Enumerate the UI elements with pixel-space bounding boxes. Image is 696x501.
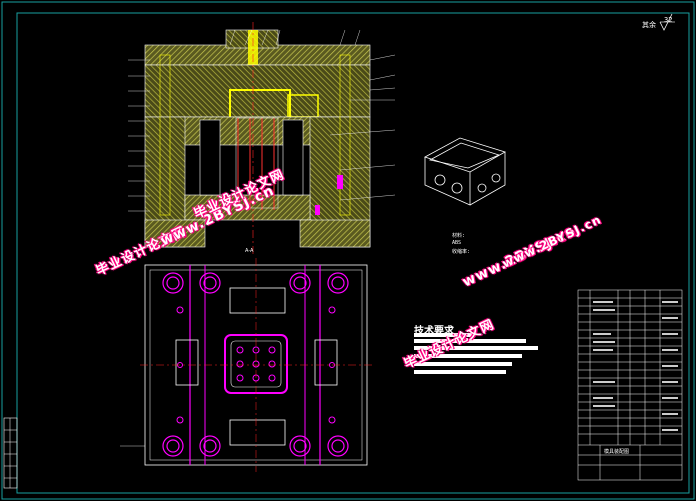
svg-text:其余: 其余 [642, 20, 656, 29]
section-label: A-A [245, 248, 254, 254]
tech-requirements-lines [414, 333, 538, 374]
sheet-number: 32 [664, 16, 673, 24]
title-block-name: 模具装配图 [604, 449, 630, 455]
left-revision-strip [3, 417, 18, 489]
plan-view [120, 258, 372, 472]
part-note-line-1: 材料: [452, 233, 466, 239]
roughness-symbol: 其余 [642, 13, 675, 31]
bom-text-marks [593, 301, 678, 431]
inner-border [16, 12, 690, 494]
part-note-line-3: 收缩率: [452, 249, 471, 255]
bom-title-block [577, 289, 683, 481]
section-view: A-A [128, 22, 396, 255]
isometric-part-view [423, 137, 506, 206]
part-note-line-2: ABS [452, 240, 462, 246]
tech-requirements-title: 技术要求 [414, 326, 454, 337]
